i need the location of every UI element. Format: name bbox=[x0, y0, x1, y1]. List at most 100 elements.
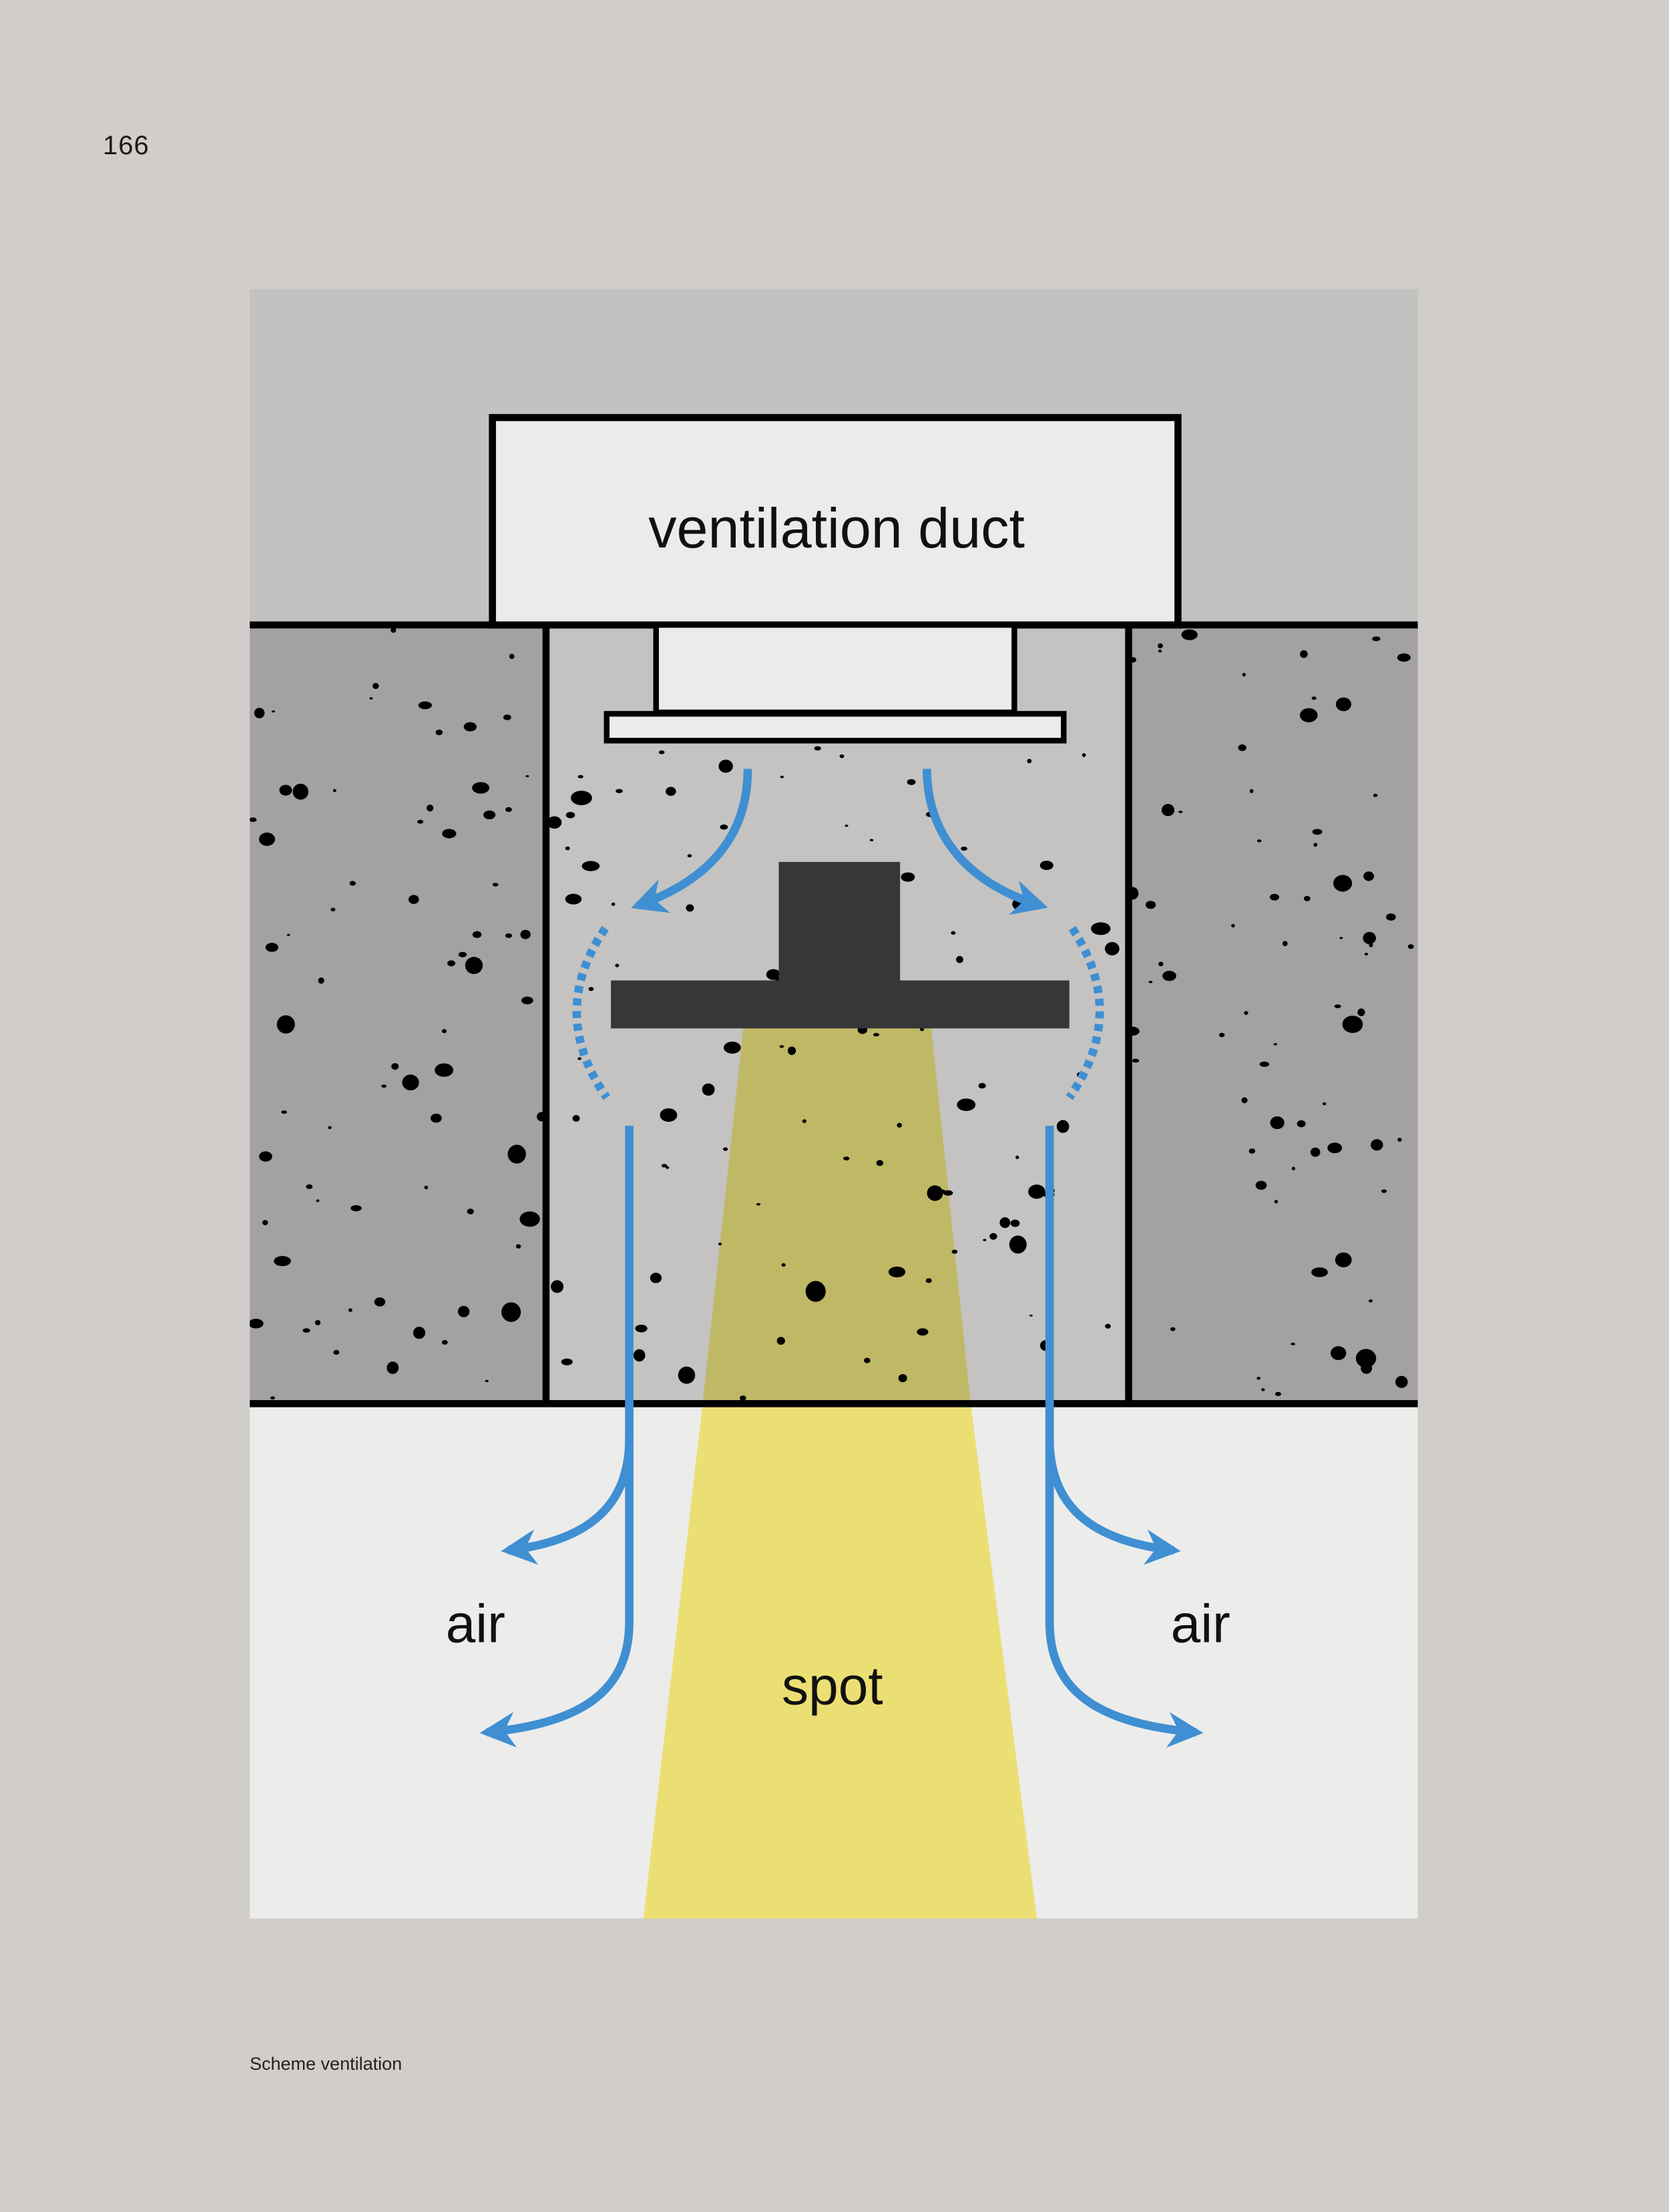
air-arrow-left-upper bbox=[501, 1439, 634, 1565]
aggregate-speck bbox=[402, 1074, 419, 1091]
luminaire-stem bbox=[778, 861, 901, 983]
aggregate-speck bbox=[1255, 1180, 1267, 1190]
aggregate-speck bbox=[660, 1108, 678, 1122]
aggregate-speck bbox=[348, 1308, 352, 1312]
aggregate-speck bbox=[467, 1208, 474, 1214]
aggregate-speck bbox=[1274, 1200, 1278, 1204]
aggregate-speck bbox=[501, 1302, 521, 1322]
aggregate-speck bbox=[424, 1185, 429, 1190]
aggregate-speck bbox=[901, 872, 915, 882]
air-arrow-top-right bbox=[923, 768, 1048, 915]
duct-label: ventilation duct bbox=[648, 496, 1025, 560]
aggregate-speck bbox=[430, 1113, 442, 1123]
aggregate-speck bbox=[349, 881, 356, 886]
aggregate-speck bbox=[1104, 941, 1120, 955]
aggregate-speck bbox=[374, 1297, 386, 1307]
air-dashed-arc-left bbox=[572, 925, 610, 1100]
air-arrow-right-lower bbox=[1045, 1126, 1204, 1748]
aggregate-speck bbox=[509, 654, 515, 659]
aggregate-speck bbox=[279, 785, 292, 796]
aggregate-speck bbox=[951, 1249, 958, 1254]
aggregate-speck bbox=[1218, 1032, 1225, 1038]
aggregate-speck bbox=[1312, 829, 1323, 835]
aggregate-speck bbox=[633, 1349, 646, 1362]
aggregate-speck bbox=[551, 1280, 564, 1293]
aggregate-speck bbox=[957, 1098, 976, 1111]
aggregate-speck bbox=[457, 1305, 470, 1317]
aggregate-speck bbox=[483, 810, 496, 820]
aggregate-speck bbox=[718, 1243, 722, 1246]
aggregate-speck bbox=[458, 951, 467, 957]
aggregate-speck bbox=[1407, 944, 1414, 949]
aggregate-speck bbox=[369, 697, 373, 700]
aggregate-speck bbox=[1238, 744, 1247, 751]
aggregate-speck bbox=[262, 1220, 268, 1225]
aggregate-speck bbox=[521, 996, 533, 1005]
aggregate-speck bbox=[254, 708, 265, 718]
aggregate-speck bbox=[565, 846, 570, 851]
aggregate-speck bbox=[873, 1033, 880, 1037]
aggregate-speck bbox=[1145, 901, 1156, 909]
aggregate-speck bbox=[1028, 1184, 1045, 1199]
aggregate-speck bbox=[391, 1063, 399, 1070]
aggregate-speck bbox=[983, 1239, 987, 1242]
aggregate-speck bbox=[318, 977, 324, 984]
aggregate-speck bbox=[686, 904, 694, 912]
aggregate-speck bbox=[999, 1217, 1011, 1229]
air-arrow-left-lower bbox=[479, 1126, 634, 1748]
aggregate-speck bbox=[549, 816, 562, 829]
aggregate-speck bbox=[1009, 1235, 1027, 1254]
aggregate-speck bbox=[505, 933, 513, 938]
aggregate-speck bbox=[1333, 875, 1353, 892]
air-arrow-right-upper bbox=[1045, 1439, 1181, 1565]
aggregate-speck bbox=[492, 883, 499, 887]
aggregate-speck bbox=[302, 1328, 310, 1333]
aggregate-speck bbox=[435, 729, 443, 736]
diffuser-neck bbox=[653, 622, 1017, 716]
aggregate-speck bbox=[1335, 697, 1352, 712]
aggregate-speck bbox=[1170, 1327, 1176, 1331]
aggregate-speck bbox=[1162, 971, 1176, 981]
aggregate-speck bbox=[426, 805, 434, 812]
aggregate-speck bbox=[537, 1112, 543, 1122]
aggregate-speck bbox=[1310, 1147, 1321, 1157]
aggregate-speck bbox=[274, 1256, 291, 1267]
aggregate-speck bbox=[1131, 1026, 1140, 1036]
aggregate-speck bbox=[1364, 952, 1369, 955]
ventilation-duct bbox=[489, 414, 1182, 629]
aggregate-speck bbox=[565, 811, 575, 819]
aggregate-speck bbox=[286, 933, 290, 936]
air-label-left: air bbox=[446, 1594, 505, 1654]
aggregate-speck bbox=[250, 1319, 264, 1329]
figure-caption: Scheme ventilation bbox=[250, 2054, 403, 2074]
aggregate-speck bbox=[1331, 1346, 1347, 1361]
aggregate-speck bbox=[525, 775, 529, 778]
aggregate-group bbox=[1131, 629, 1414, 1396]
aggregate-speck bbox=[661, 1164, 668, 1168]
air-flow-arrows bbox=[479, 768, 1204, 1748]
aggregate-speck bbox=[1369, 943, 1373, 947]
aggregate-speck bbox=[1342, 1016, 1363, 1034]
aggregate-speck bbox=[1105, 1323, 1111, 1329]
aggregate-speck bbox=[520, 929, 531, 939]
aggregate-speck bbox=[1015, 1155, 1019, 1160]
aggregate-speck bbox=[472, 931, 482, 938]
aggregate-speck bbox=[1296, 1120, 1306, 1128]
aggregate-speck bbox=[779, 1045, 784, 1048]
aggregate-speck bbox=[897, 1122, 903, 1128]
aggregate-speck bbox=[588, 987, 594, 991]
aggregate-speck bbox=[1397, 653, 1411, 662]
aggregate-speck bbox=[1334, 1004, 1341, 1008]
aggregate-speck bbox=[787, 1046, 796, 1056]
aggregate-speck bbox=[1242, 672, 1246, 677]
aggregate-speck bbox=[658, 750, 665, 754]
concrete-left bbox=[250, 625, 546, 1404]
aggregate-speck bbox=[281, 1110, 287, 1114]
aggregate-speck bbox=[1371, 1139, 1383, 1151]
aggregate-speck bbox=[724, 1042, 741, 1054]
aggregate-speck bbox=[1270, 1116, 1284, 1130]
aggregate-speck bbox=[1327, 1142, 1343, 1154]
aggregate-speck bbox=[417, 819, 424, 824]
aggregate-speck bbox=[1311, 696, 1317, 700]
